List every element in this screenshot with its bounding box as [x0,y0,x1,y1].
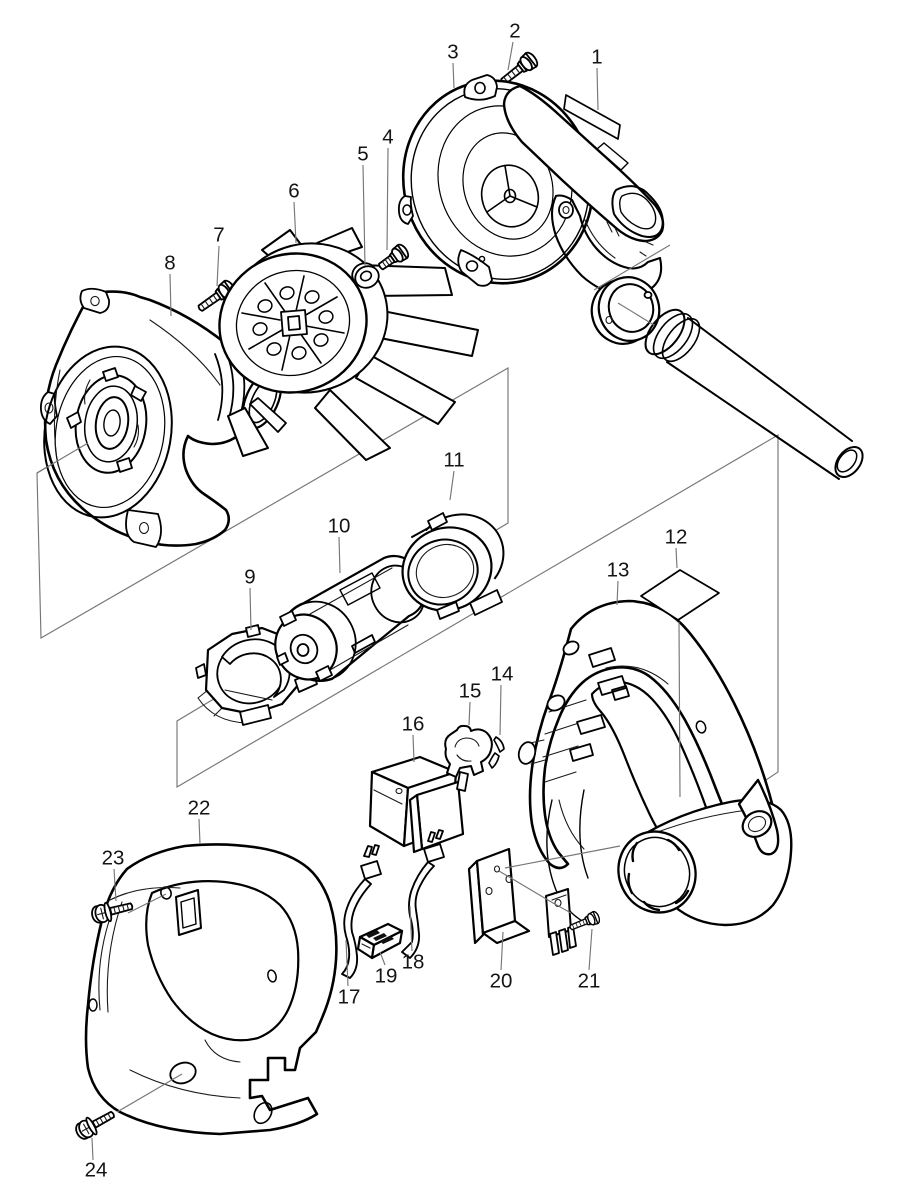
part-12-label-sticker [640,569,720,621]
assembly-pointer-line-6 [498,870,572,914]
part-15-holder-clip [444,724,493,792]
leader-line-part-14 [499,684,502,736]
part-24-screw [71,1104,119,1144]
leader-line-part-7 [216,245,220,287]
part-14-clip [488,736,505,769]
part-number-label-17: 17 [338,986,361,1009]
part-number-label-19: 19 [375,965,398,988]
leader-line-part-15 [468,701,471,726]
part-20-bracket [467,847,531,945]
part-number-label-9: 9 [244,566,255,589]
handle-grip-end [737,778,780,856]
leader-line-part-2 [507,41,514,71]
leader-line-part-12 [678,621,681,798]
assembly-pointer-line-2 [593,244,671,291]
leader-line-part-13 [616,580,619,606]
part-number-label-5: 5 [357,143,368,166]
part-number-label-1: 1 [591,46,602,69]
assembly-pointer-line-7 [504,845,621,869]
part-8-blower-housing [39,287,287,548]
part-16-switch [368,755,465,854]
leader-line-part-17 [345,939,349,987]
assembly-pointer-line-3 [617,302,655,326]
part-number-label-11: 11 [443,449,464,472]
part-number-label-20: 20 [490,970,513,993]
leader-line-part-21 [588,928,593,971]
part-number-label-18: 18 [402,951,425,974]
part-number-label-14: 14 [491,663,514,686]
part-19-slide-button [356,922,404,960]
part-21-terminal-screw [545,888,602,956]
leader-line-part-16 [412,734,415,763]
nozzle [644,308,864,480]
leader-line-part-11 [449,470,455,501]
part-number-label-15: 15 [459,680,482,703]
leader-line-part-10 [338,536,341,574]
part-number-label-7: 7 [213,224,224,247]
leader-line-part-12 [675,547,678,569]
pointer-lines-layer [36,244,671,1113]
part-number-label-13: 13 [607,559,630,582]
leader-line-part-6 [293,201,297,244]
leader-line-part-4 [386,147,389,251]
part-number-label-2: 2 [509,20,520,43]
part-number-label-23: 23 [102,847,125,870]
part-number-label-24: 24 [85,1159,108,1182]
leader-line-part-19 [379,951,386,966]
part-17-lead-wire [341,844,382,979]
part-3-fan-cover [397,74,665,298]
part-number-label-22: 22 [188,797,211,820]
leader-line-part-1 [596,67,599,111]
part-18-lead-wire [401,829,445,959]
leader-line-part-3 [452,62,455,89]
leader-line-part-5 [362,164,366,267]
leader-line-part-24 [91,1137,94,1161]
part-number-label-21: 21 [578,970,601,993]
part-number-label-8: 8 [164,252,175,275]
part-1-name-label-sticker [563,94,621,140]
part-5-flat-washer [351,262,380,289]
part-22-handle-housing-left [84,843,338,1136]
leader-line-part-20 [500,931,504,971]
leader-line-part-9 [249,587,252,631]
leader-line-part-22 [198,818,201,845]
part-number-label-6: 6 [288,180,299,203]
part-number-label-12: 12 [665,526,688,549]
part-number-label-3: 3 [447,41,458,64]
assembly-pointer-line-5 [116,1073,183,1113]
part-number-label-16: 16 [402,713,425,736]
part-4-bolt [378,243,410,271]
part-number-label-10: 10 [328,515,351,538]
part-6-fan [218,227,479,461]
assembly-pointer-line-1 [36,442,89,474]
assembly-pointer-line-4 [127,893,167,914]
nozzle-ring [590,276,661,345]
leader-line-part-23 [113,868,117,902]
part-number-label-4: 4 [382,126,393,149]
leader-lines-layer [91,41,681,1161]
leader-line-part-18 [409,905,413,952]
leader-line-part-8 [169,273,172,317]
part-11-motor-sleeve [401,512,505,620]
